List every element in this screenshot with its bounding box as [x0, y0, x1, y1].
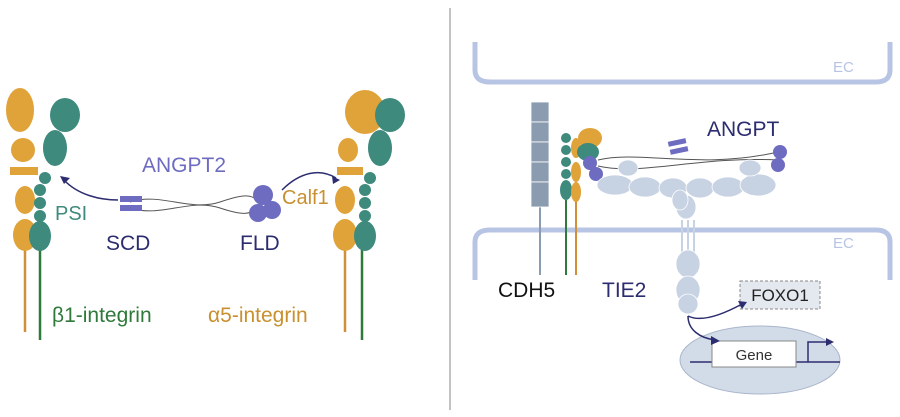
tie2-to-foxo1-arrow	[687, 303, 743, 320]
beta-integrin-label: β1-integrin	[52, 304, 152, 327]
cdh5-label: CDH5	[498, 279, 555, 302]
gene-box	[711, 340, 797, 368]
angpt2-ligand	[120, 185, 281, 222]
angpt2-label: ANGPT2	[142, 154, 226, 177]
calf1-label: Calf1	[282, 187, 329, 209]
scd-block	[120, 196, 142, 202]
tie2-receptor	[596, 159, 777, 315]
cdh5-protein	[530, 101, 550, 275]
fld-to-calf1-arrow	[281, 171, 337, 191]
right-integrin	[333, 90, 405, 340]
fld-domain	[253, 185, 273, 205]
ec-top-label: EC	[833, 59, 854, 76]
gene-label: Gene	[736, 347, 773, 364]
small-integrin	[560, 128, 602, 275]
scd-label: SCD	[106, 232, 150, 255]
ec-bottom-label: EC	[833, 235, 854, 252]
fld-label: FLD	[240, 232, 280, 255]
angpt-label: ANGPT	[707, 118, 780, 141]
ec-membrane-top	[472, 42, 893, 85]
alpha-integrin-label: α5-integrin	[208, 304, 308, 327]
foxo1-box	[739, 280, 821, 310]
left-integrin	[6, 88, 80, 340]
foxo1-label: FOXO1	[751, 286, 809, 305]
promoter-arrow	[807, 341, 828, 362]
scd-to-psi-arrow	[63, 179, 119, 201]
angpt-ligand	[583, 138, 787, 181]
tie2-label: TIE2	[602, 279, 646, 302]
psi-label: PSI	[55, 203, 87, 225]
